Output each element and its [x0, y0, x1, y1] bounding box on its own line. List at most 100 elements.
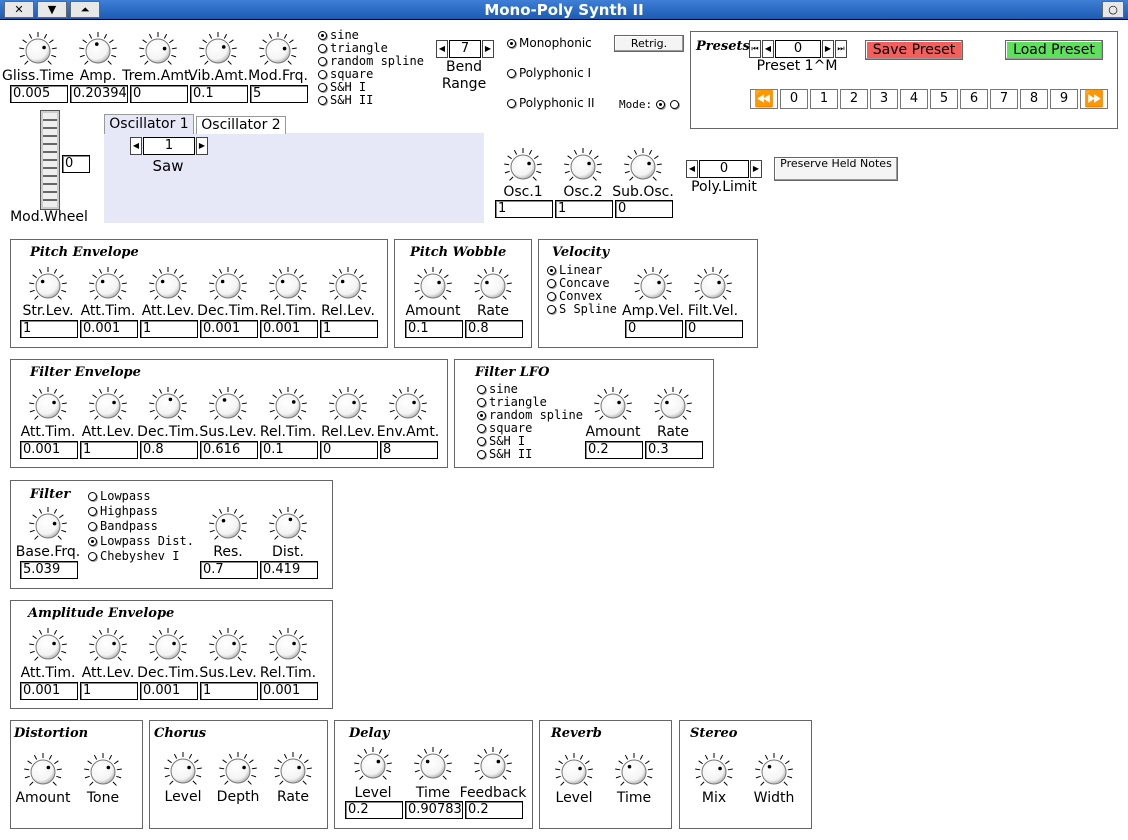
poly-limit-value[interactable]: 0 [699, 160, 749, 178]
filter-bandpass-radio[interactable]: Bandpass [88, 520, 158, 533]
mod-wave-sine[interactable]: sine [318, 29, 359, 42]
amp-vel-field[interactable]: 0 [625, 320, 683, 338]
mod-wave-sh1[interactable]: S&H I [318, 81, 366, 94]
fenv-att-tim-field[interactable]: 0.001 [20, 441, 78, 459]
fenv-rel-lev-field[interactable]: 0 [320, 441, 378, 459]
bank-button-4[interactable]: 4 [900, 89, 928, 109]
fenv-rel-lev-knob[interactable] [328, 385, 368, 425]
base-frq-knob[interactable] [28, 505, 68, 545]
fenv-sus-lev-field[interactable]: 0.616 [200, 441, 258, 459]
mod-wave-triangle[interactable]: triangle [318, 42, 388, 55]
distortion-amount-knob[interactable] [23, 751, 63, 791]
bank-button-6[interactable]: 6 [960, 89, 988, 109]
preset-next-icon[interactable]: ▶ [822, 40, 834, 58]
stereo-mix-knob[interactable] [694, 751, 734, 791]
voice-mono-radio[interactable]: Monophonic [507, 37, 592, 50]
mod-wave-sh2[interactable]: S&H II [318, 94, 373, 107]
bank-button-5[interactable]: 5 [930, 89, 958, 109]
lfo-wave-triangle[interactable]: triangle [477, 396, 547, 409]
aenv-att-lev-knob[interactable] [88, 626, 128, 666]
voice-poly2-radio[interactable]: Polyphonic II [507, 97, 595, 110]
aenv-sus-lev-field[interactable]: 1 [200, 682, 258, 700]
lfo-wave-sh1[interactable]: S&H I [477, 435, 525, 448]
poly-decrement-icon[interactable]: ◀ [686, 160, 698, 178]
mod-frq-field[interactable]: 5 [250, 85, 308, 103]
osc1-field[interactable]: 1 [495, 200, 553, 218]
mod-wave-random-spline[interactable]: random spline [318, 55, 424, 68]
fenv-att-lev-knob[interactable] [88, 385, 128, 425]
distortion-tone-knob[interactable] [83, 751, 123, 791]
fenv-env-amt-knob[interactable] [388, 385, 428, 425]
pitch-att-lev-field[interactable]: 1 [140, 320, 198, 338]
dist-field[interactable]: 0.419 [260, 561, 318, 579]
lfo-amount-knob[interactable] [593, 385, 633, 425]
save-preset-button[interactable]: Save Preset [865, 40, 963, 60]
res-knob[interactable] [208, 505, 248, 545]
wobble-amount-knob[interactable] [413, 265, 453, 305]
pitch-rel-lev-field[interactable]: 1 [320, 320, 378, 338]
fenv-sus-lev-knob[interactable] [208, 385, 248, 425]
tab-oscillator-1[interactable]: Oscillator 1 [104, 114, 194, 134]
aenv-dec-tim-field[interactable]: 0.001 [140, 682, 198, 700]
delay-feedback-knob[interactable] [473, 745, 513, 785]
filter-chebyshev-radio[interactable]: Chebyshev I [88, 550, 179, 563]
bank-button-9[interactable]: 9 [1050, 89, 1078, 109]
amp-knob[interactable] [78, 30, 118, 70]
pitch-str-lev-field[interactable]: 1 [20, 320, 78, 338]
filt-vel-knob[interactable] [693, 265, 733, 305]
preset-last-icon[interactable]: ⏭ [835, 40, 847, 58]
bend-range-value[interactable]: 7 [449, 40, 481, 58]
pitch-att-lev-knob[interactable] [148, 265, 188, 305]
load-preset-button[interactable]: Load Preset [1005, 40, 1103, 60]
pitch-dec-tim-field[interactable]: 0.001 [200, 320, 258, 338]
bend-decrement-icon[interactable]: ◀ [436, 40, 448, 58]
velocity-concave-radio[interactable]: Concave [547, 277, 610, 290]
delay-time-field[interactable]: 0.90783 [405, 801, 463, 819]
sub-osc-field[interactable]: 0 [615, 200, 673, 218]
bank-button-0[interactable]: 0 [780, 89, 808, 109]
osc2-field[interactable]: 1 [555, 200, 613, 218]
retrig-button[interactable]: Retrig. [614, 35, 684, 52]
preset-number[interactable]: 0 [775, 40, 821, 58]
pitch-att-tim-knob[interactable] [88, 265, 128, 305]
stereo-width-knob[interactable] [754, 751, 794, 791]
reverb-level-knob[interactable] [554, 751, 594, 791]
wave-increment-icon[interactable]: ▶ [196, 137, 208, 155]
bank-button-1[interactable]: 1 [810, 89, 838, 109]
chorus-depth-knob[interactable] [218, 750, 258, 790]
maximize-icon[interactable]: ○ [1102, 1, 1124, 18]
aenv-att-tim-knob[interactable] [28, 626, 68, 666]
vib-amt-field[interactable]: 0.1 [190, 85, 248, 103]
chorus-level-knob[interactable] [163, 750, 203, 790]
delay-level-field[interactable]: 0.2 [345, 801, 403, 819]
lfo-wave-random-spline[interactable]: random spline [477, 409, 583, 422]
wave-decrement-icon[interactable]: ◀ [130, 137, 142, 155]
lfo-wave-sine[interactable]: sine [477, 383, 518, 396]
wave-number[interactable]: 1 [143, 137, 195, 155]
bank-button-3[interactable]: 3 [870, 89, 898, 109]
lfo-rate-field[interactable]: 0.3 [645, 441, 703, 459]
trem-amt-knob[interactable] [138, 30, 178, 70]
aenv-rel-tim-knob[interactable] [268, 626, 308, 666]
pitch-att-tim-field[interactable]: 0.001 [80, 320, 138, 338]
fenv-att-lev-field[interactable]: 1 [80, 441, 138, 459]
reverb-time-knob[interactable] [614, 751, 654, 791]
gliss-time-knob[interactable] [18, 30, 58, 70]
velocity-convex-radio[interactable]: Convex [547, 290, 602, 303]
wobble-amount-field[interactable]: 0.1 [405, 320, 463, 338]
aenv-dec-tim-knob[interactable] [148, 626, 188, 666]
pitch-dec-tim-knob[interactable] [208, 265, 248, 305]
close-icon[interactable]: ✕ [4, 1, 34, 18]
dist-knob[interactable] [268, 505, 308, 545]
trem-amt-field[interactable]: 0 [130, 85, 188, 103]
bend-increment-icon[interactable]: ▶ [482, 40, 494, 58]
fenv-env-amt-field[interactable]: 8 [380, 441, 438, 459]
res-field[interactable]: 0.7 [200, 561, 258, 579]
filter-lowpass-dist-radio[interactable]: Lowpass Dist. [88, 535, 194, 548]
base-frq-field[interactable]: 5.039 [20, 561, 78, 579]
delay-time-knob[interactable] [413, 745, 453, 785]
lfo-amount-field[interactable]: 0.2 [585, 441, 643, 459]
sub-osc-level-knob[interactable] [623, 146, 663, 186]
bank-button-8[interactable]: 8 [1020, 89, 1048, 109]
aenv-att-tim-field[interactable]: 0.001 [20, 682, 78, 700]
